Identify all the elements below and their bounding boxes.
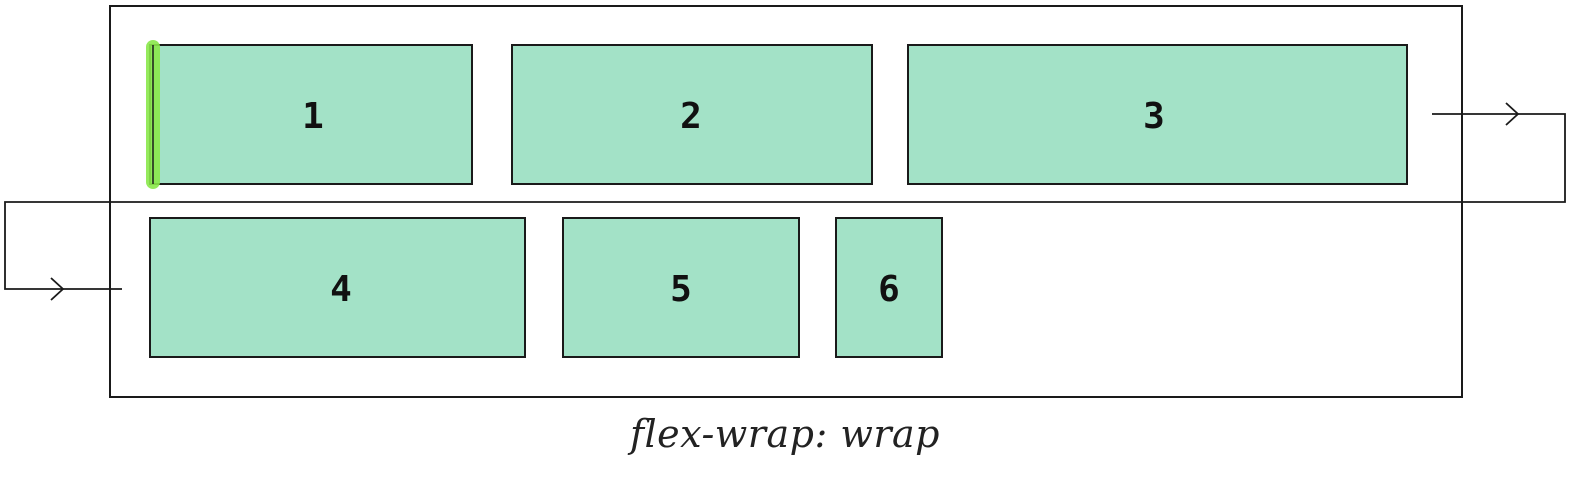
row-2-entry-arrowhead-icon xyxy=(50,277,65,301)
flex-item-3-box xyxy=(907,44,1408,185)
flex-item-1-box xyxy=(149,44,473,185)
diagram-caption: flex-wrap: wrap xyxy=(629,412,941,456)
flex-item-6: 6 xyxy=(835,217,943,358)
flex-item-5-label: 5 xyxy=(670,269,692,310)
row-1-exit-arrowhead-icon xyxy=(1505,102,1520,126)
flex-item-4-label: 4 xyxy=(330,269,352,310)
flex-item-5: 5 xyxy=(562,217,800,358)
flex-item-4-box xyxy=(149,217,526,358)
flex-item-6-label: 6 xyxy=(878,269,900,310)
flex-item-1-label: 1 xyxy=(302,96,324,137)
flex-item-2: 2 xyxy=(511,44,873,185)
wrap-flow-arrow xyxy=(4,102,1566,301)
flex-item-5-box xyxy=(562,217,800,358)
wrap-flow-path xyxy=(4,113,1566,290)
flex-item-4: 4 xyxy=(149,217,526,358)
flex-item-3-label: 3 xyxy=(1143,96,1165,137)
flex-item-2-box xyxy=(511,44,873,185)
flex-item-6-box xyxy=(835,217,943,358)
flex-item-2-label: 2 xyxy=(680,96,702,137)
flex-item-3: 3 xyxy=(907,44,1408,185)
flex-item-1: 1 xyxy=(149,44,473,185)
